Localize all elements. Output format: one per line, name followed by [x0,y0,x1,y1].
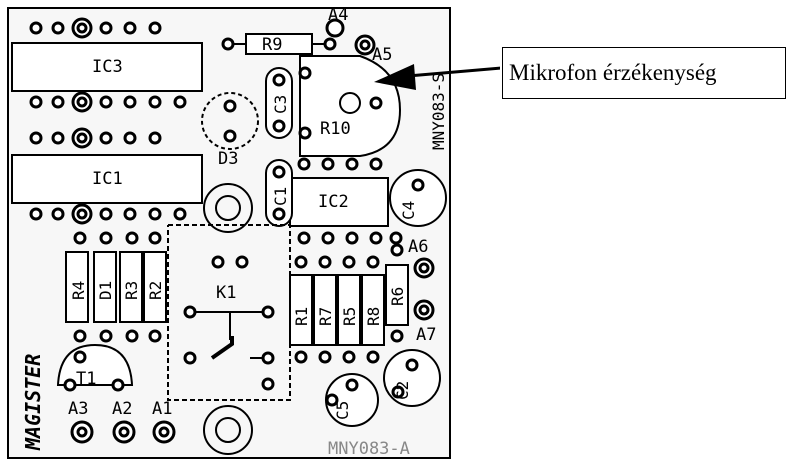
c3-label: C3 [271,95,290,114]
r4-label: R4 [69,281,88,300]
a4-label: A4 [328,5,348,25]
r7-label: R7 [316,307,335,326]
ic1-label: IC1 [92,169,123,189]
c1-body [265,159,293,227]
d1-label: D1 [96,281,115,300]
t1-label: T1 [76,369,96,389]
r5-label: R5 [340,307,359,326]
r9-label: R9 [262,35,282,55]
a6-label: A6 [408,237,428,257]
ic2-label: IC2 [318,192,349,212]
c1-label: C1 [271,187,290,206]
r10-label: R10 [320,119,351,139]
ic3-label: IC3 [92,57,123,77]
brand-logo: MAGISTER [21,354,45,451]
callout-label: Mikrofon érzékenység [502,47,786,99]
c4-label: C4 [399,201,418,220]
board-code-bottom: MNY083-A [328,439,410,459]
r6-label: R6 [388,287,407,306]
pcb-silkscreen-diagram: IC3 IC1 IC2 R9 R10 D3 K1 T1 A4 A5 A6 A7 … [7,5,500,459]
r10-outline [299,55,402,157]
a2-label: A2 [112,399,132,419]
board-code-side: MNY083-S [429,73,448,150]
ic2-body [289,177,389,227]
a5-label: A5 [372,45,392,65]
a1-label: A1 [152,399,172,419]
a3-label: A3 [68,399,88,419]
r8-label: R8 [364,307,383,326]
r2-label: R2 [146,281,165,300]
c5-label: C5 [333,401,352,420]
d3-label: D3 [218,149,238,169]
d3-outline [201,92,259,150]
c3-body [265,67,293,139]
r1-label: R1 [292,307,311,326]
ic1-body [11,154,203,204]
r3-label: R3 [122,281,141,300]
a7-label: A7 [416,325,436,345]
c4-outline [389,169,447,227]
arrow-left-icon [374,64,500,90]
k1-label: K1 [216,283,236,303]
ic3-body [11,42,203,92]
c2-label: C2 [393,381,412,400]
